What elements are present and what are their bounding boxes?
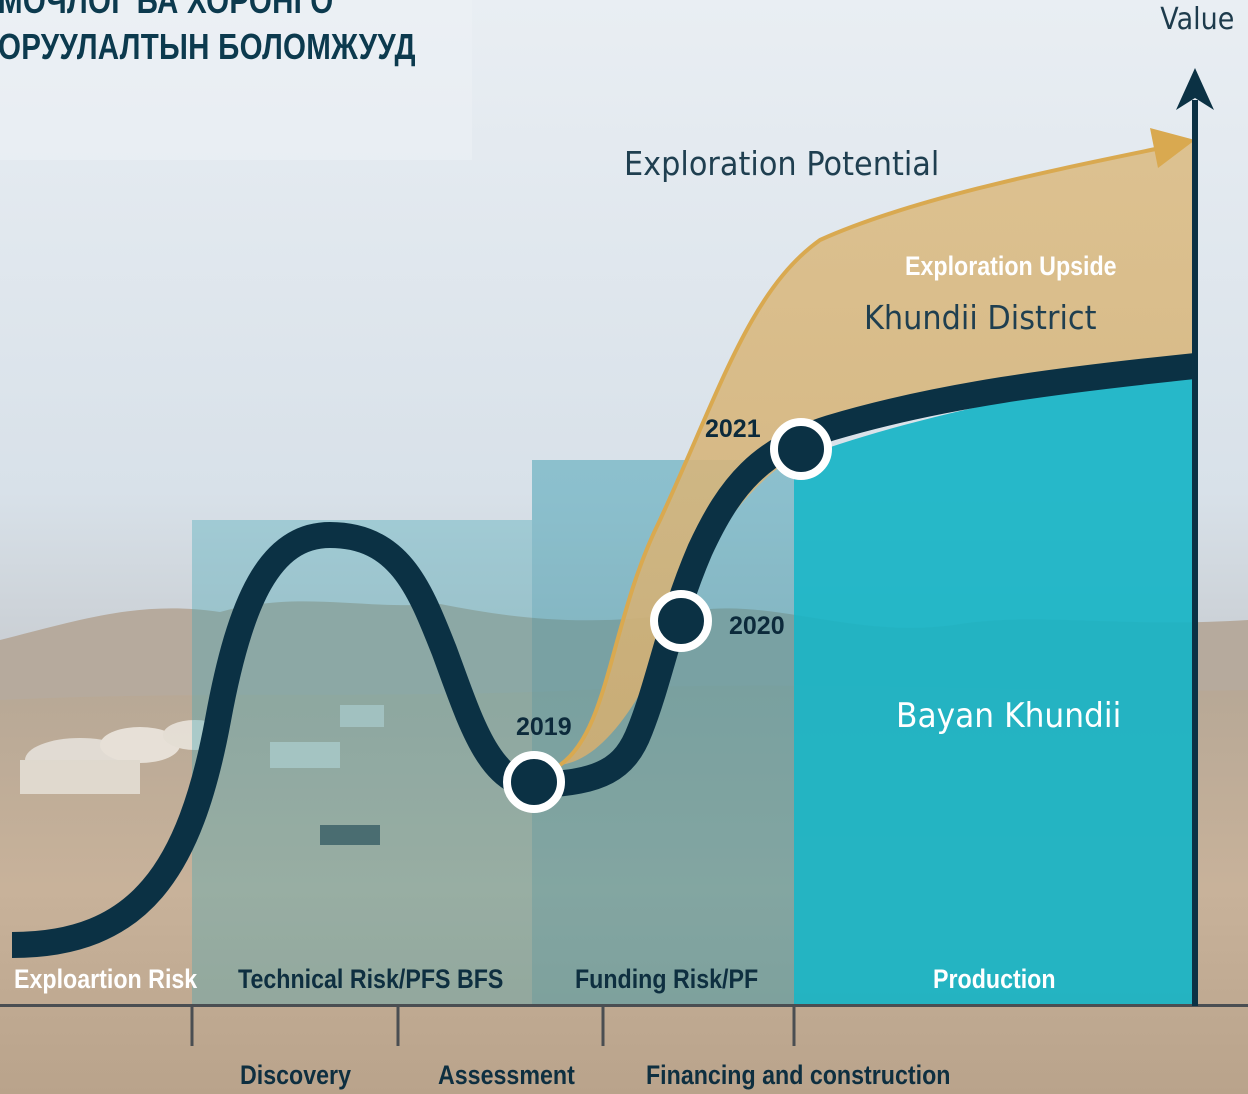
risk-band-funding: Funding Risk/PF xyxy=(575,964,759,994)
exploration-upside-area xyxy=(560,140,1195,765)
title-backdrop xyxy=(0,0,472,160)
stage-assessment: Assessment xyxy=(438,1060,575,1090)
risk-band-exploration: Exploartion Risk xyxy=(14,964,198,994)
risk-band-production: Production xyxy=(933,964,1056,994)
stage-discovery: Discovery xyxy=(240,1060,352,1090)
exploration-potential-arrowhead xyxy=(1150,128,1195,168)
bayan-khundii-label: Bayan Khundii xyxy=(896,696,1122,736)
milestone-2020-marker xyxy=(650,590,712,652)
risk-band-technical: Technical Risk/PFS BFS xyxy=(238,964,504,994)
title-line-2: ОРУУЛАЛТЫН БОЛОМЖУУД xyxy=(0,26,416,67)
timeline-baseline xyxy=(0,1004,1248,1007)
stage-financing-construction: Financing and construction xyxy=(646,1060,951,1090)
value-axis-arrowhead xyxy=(1176,68,1214,110)
value-axis-label: Value xyxy=(1159,2,1234,37)
page-title: МОЧЛОГ БА ХОРОНГО ОРУУЛАЛТЫН БОЛОМЖУУД xyxy=(0,0,416,70)
milestone-2019-marker xyxy=(503,751,565,813)
exploration-potential-arrow-line xyxy=(558,144,1171,767)
title-line-1: МОЧЛОГ БА ХОРОНГО xyxy=(0,0,334,21)
timeline-ticks xyxy=(190,1006,796,1046)
milestone-2020-label: 2020 xyxy=(729,612,785,640)
milestone-2021-label: 2021 xyxy=(705,415,761,443)
exploration-upside-label: Exploration Upside xyxy=(905,251,1117,281)
exploration-potential-label: Exploration Potential xyxy=(624,144,940,183)
milestone-2019-label: 2019 xyxy=(516,713,572,741)
milestone-2021-marker xyxy=(770,418,832,480)
khundii-district-label: Khundii District xyxy=(864,298,1097,337)
production-area xyxy=(794,368,1195,1006)
